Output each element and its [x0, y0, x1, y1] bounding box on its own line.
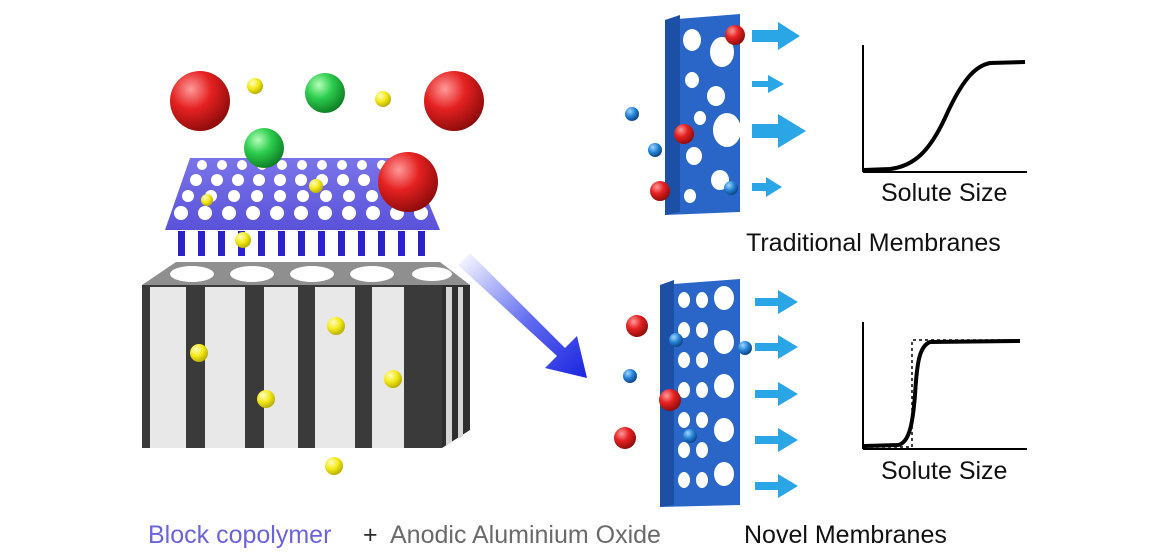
- large-solute: [674, 124, 694, 144]
- sigmoid-curve: [863, 60, 1026, 172]
- traditional-membrane: [625, 14, 806, 215]
- ideal-step: [864, 339, 1020, 448]
- aao-side-stripes: [446, 287, 463, 446]
- novel-flow-arrows: [755, 290, 798, 498]
- large-solute: [614, 427, 636, 449]
- large-solute: [659, 389, 681, 411]
- top-plot-xlabel: Solute Size: [881, 179, 1008, 207]
- small-solute-blue: [669, 333, 683, 347]
- large-solute: [725, 25, 745, 45]
- traditional-flow-arrows: [752, 22, 806, 197]
- large-solute: [650, 181, 670, 201]
- aao-channels: [150, 287, 404, 448]
- caption-anodic-oxide: Anodic Aluminium Oxide: [390, 521, 661, 549]
- small-solute-blue: [683, 429, 697, 443]
- aao-top-pores: [170, 266, 452, 282]
- transition-arrow: [458, 253, 587, 378]
- sharp-sigmoid-curve: [863, 339, 1021, 448]
- caption-block-copolymer: Block copolymer: [148, 521, 332, 549]
- small-solute: [325, 457, 343, 475]
- small-solute: [201, 194, 213, 206]
- small-solute: [190, 344, 208, 362]
- small-solute-blue: [648, 143, 662, 157]
- composite-membrane: [142, 158, 470, 448]
- traditional-rejection-plot: [862, 45, 1027, 173]
- medium-solute: [305, 73, 345, 113]
- small-solute: [235, 232, 251, 248]
- small-solute: [247, 78, 263, 94]
- novel-rejection-plot: [862, 322, 1027, 450]
- small-solute: [375, 91, 391, 107]
- left-particles: [170, 71, 484, 475]
- novel-membranes-label: Novel Membranes: [744, 521, 947, 549]
- small-solute: [384, 370, 402, 388]
- large-solute: [378, 152, 438, 212]
- small-solute: [309, 179, 323, 193]
- bottom-plot-xlabel: Solute Size: [881, 457, 1008, 485]
- large-solute: [626, 315, 648, 337]
- novel-pores: [678, 286, 734, 488]
- traditional-pores: [683, 29, 741, 203]
- small-solute: [257, 390, 275, 408]
- small-solute-blue: [625, 107, 639, 121]
- caption-plus: +: [363, 521, 378, 549]
- small-solute-blue: [724, 181, 738, 195]
- medium-solute: [244, 128, 284, 168]
- small-solute: [327, 317, 345, 335]
- small-solute-blue: [623, 369, 637, 383]
- large-solute: [424, 71, 484, 131]
- traditional-membranes-label: Traditional Membranes: [746, 229, 1001, 257]
- novel-membrane: [614, 279, 798, 507]
- large-solute: [170, 71, 230, 131]
- small-solute-blue: [738, 341, 752, 355]
